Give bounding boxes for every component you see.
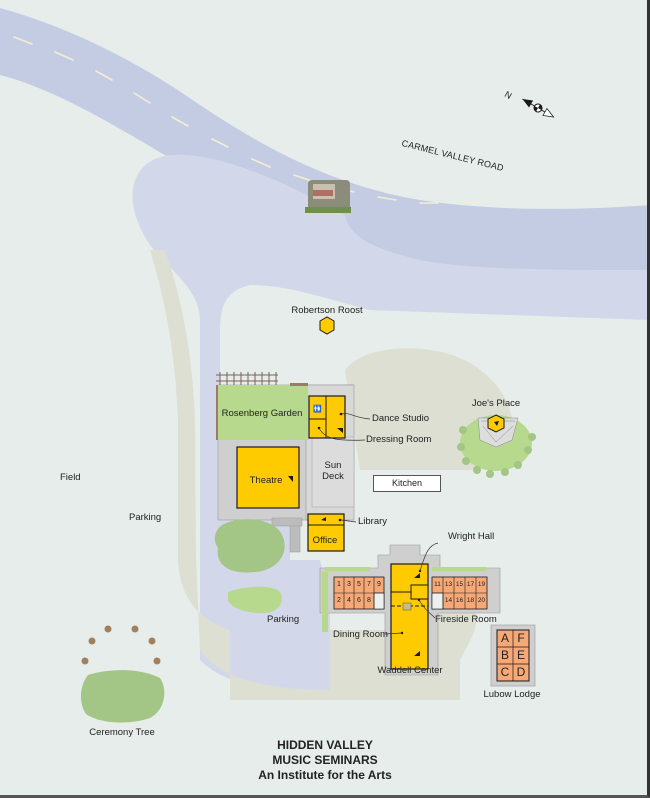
label-kitchen[interactable]: Kitchen [373,475,441,492]
compass-rose [522,98,555,118]
label-joes-place[interactable]: Joe's Place [471,398,521,409]
unit-b[interactable]: B [500,648,509,662]
parking-island [228,586,282,614]
label-rosenberg-garden[interactable]: Rosenberg Garden [221,408,303,419]
room-14[interactable]: 14 [444,597,453,604]
dorm-rooms-right [431,576,488,610]
unit-f[interactable]: F [517,631,525,645]
label-office[interactable]: Office [312,535,338,546]
garden-trellis [216,372,278,385]
lubow-units: A F B E C D [497,630,529,681]
room-6[interactable]: 6 [357,597,361,604]
room-13[interactable]: 13 [444,581,453,588]
room-15[interactable]: 15 [455,581,464,588]
unit-d[interactable]: D [516,665,526,679]
title-line-2: MUSIC SEMINARS [272,753,378,767]
ceremony-tree-area [80,625,165,723]
wright-hall-building [390,563,429,670]
room-numbers-right: 11 13 15 17 19 14 16 18 20 [432,577,487,609]
dance-studio-building [308,395,346,439]
label-field[interactable]: Field [60,472,81,483]
label-wright-hall[interactable]: Wright Hall [448,531,495,542]
label-library[interactable]: Library [358,516,388,527]
label-parking-west[interactable]: Parking [129,512,162,523]
room-18[interactable]: 18 [466,597,475,604]
room-16[interactable]: 16 [455,597,464,604]
room-5[interactable]: 5 [357,581,361,588]
label-ceremony-tree[interactable]: Ceremony Tree [89,727,155,738]
theatre-building [236,446,300,509]
room-8[interactable]: 8 [367,597,371,604]
tree-near-theatre [214,519,285,573]
label-waddell-center[interactable]: Waddell Center [377,665,443,676]
svg-text:🚻: 🚻 [313,404,322,413]
room-9[interactable]: 9 [377,581,381,588]
room-3[interactable]: 3 [347,581,351,588]
label-dressing-room[interactable]: Dressing Room [366,434,432,445]
unit-e[interactable]: E [516,648,525,662]
joes-place-area [457,414,536,478]
label-dining-room[interactable]: Dining Room [333,629,388,640]
room-19[interactable]: 19 [477,581,486,588]
room-17[interactable]: 17 [466,581,475,588]
unit-a[interactable]: A [500,631,509,645]
room-7[interactable]: 7 [367,581,371,588]
label-fireside-room[interactable]: Fireside Room [435,614,497,625]
room-empty-left [374,593,384,609]
title-line-3: An Institute for the Arts [258,768,392,782]
dorm-rooms-left [333,576,385,610]
entrance-sign [305,180,351,213]
label-sun-deck[interactable]: Sun Deck [322,460,344,482]
label-parking-south[interactable]: Parking [267,614,300,625]
room-empty-right [432,593,443,609]
title-line-1: HIDDEN VALLEY [277,738,373,752]
robertson-roost-icon [319,316,335,335]
carmel-valley-road [0,8,647,283]
room-2[interactable]: 2 [337,597,341,604]
room-numbers-left: 1 3 5 7 9 2 4 6 8 [334,577,384,609]
footpath [150,250,330,700]
unit-c[interactable]: C [500,665,510,679]
map-title: HIDDEN VALLEY MUSIC SEMINARS An Institut… [258,738,392,783]
label-lubow-lodge[interactable]: Lubow Lodge [483,689,541,700]
room-11[interactable]: 11 [434,581,441,588]
room-4[interactable]: 4 [347,597,351,604]
label-robertson-roost[interactable]: Robertson Roost [291,305,363,316]
room-20[interactable]: 20 [477,597,486,604]
label-theatre[interactable]: Theatre [249,475,283,486]
room-1[interactable]: 1 [337,581,341,588]
rosenberg-garden-area [218,385,308,440]
label-dance-studio[interactable]: Dance Studio [372,413,430,424]
